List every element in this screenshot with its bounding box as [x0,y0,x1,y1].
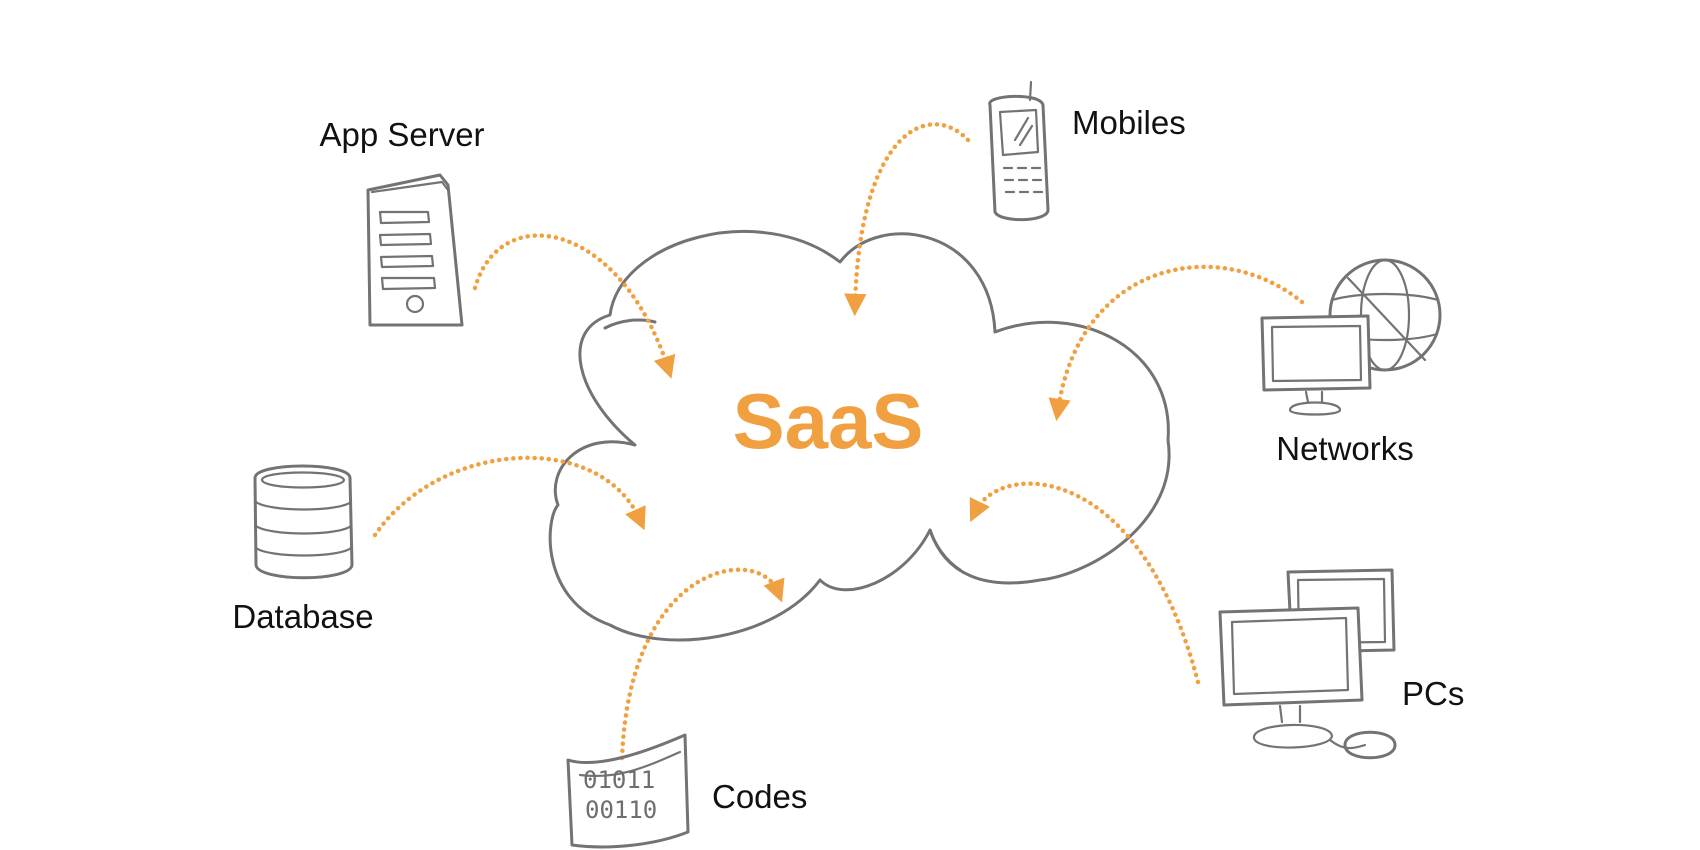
mobile-phone-icon [988,80,1050,222]
globe-monitor-icon [1260,258,1442,416]
node-label-codes: Codes [712,778,807,815]
arrow-pcs [969,481,1201,685]
arrow-codes [619,567,785,761]
arrow-database [372,455,646,538]
node-label-networks: Networks [1276,430,1414,467]
arrow-networks [1048,264,1305,422]
node-label-app-server: App Server [319,116,484,153]
arrow-app-server [472,233,676,379]
code-line-1: 01011 [583,766,655,794]
node-label-pcs: PCs [1402,675,1464,712]
arrow-mobiles [844,122,971,317]
node-label-database: Database [232,598,373,635]
flow-arrows [372,122,1305,761]
binary-code-paper-icon: 01011 00110 [566,733,690,849]
saas-title: SaaS [733,377,924,465]
code-line-2: 00110 [585,796,657,824]
desktop-computers-icon [1218,568,1397,760]
server-tower-icon [366,173,464,327]
database-cylinder-icon [253,464,354,580]
node-label-mobiles: Mobiles [1072,104,1186,141]
cloud-shape [548,230,1171,642]
